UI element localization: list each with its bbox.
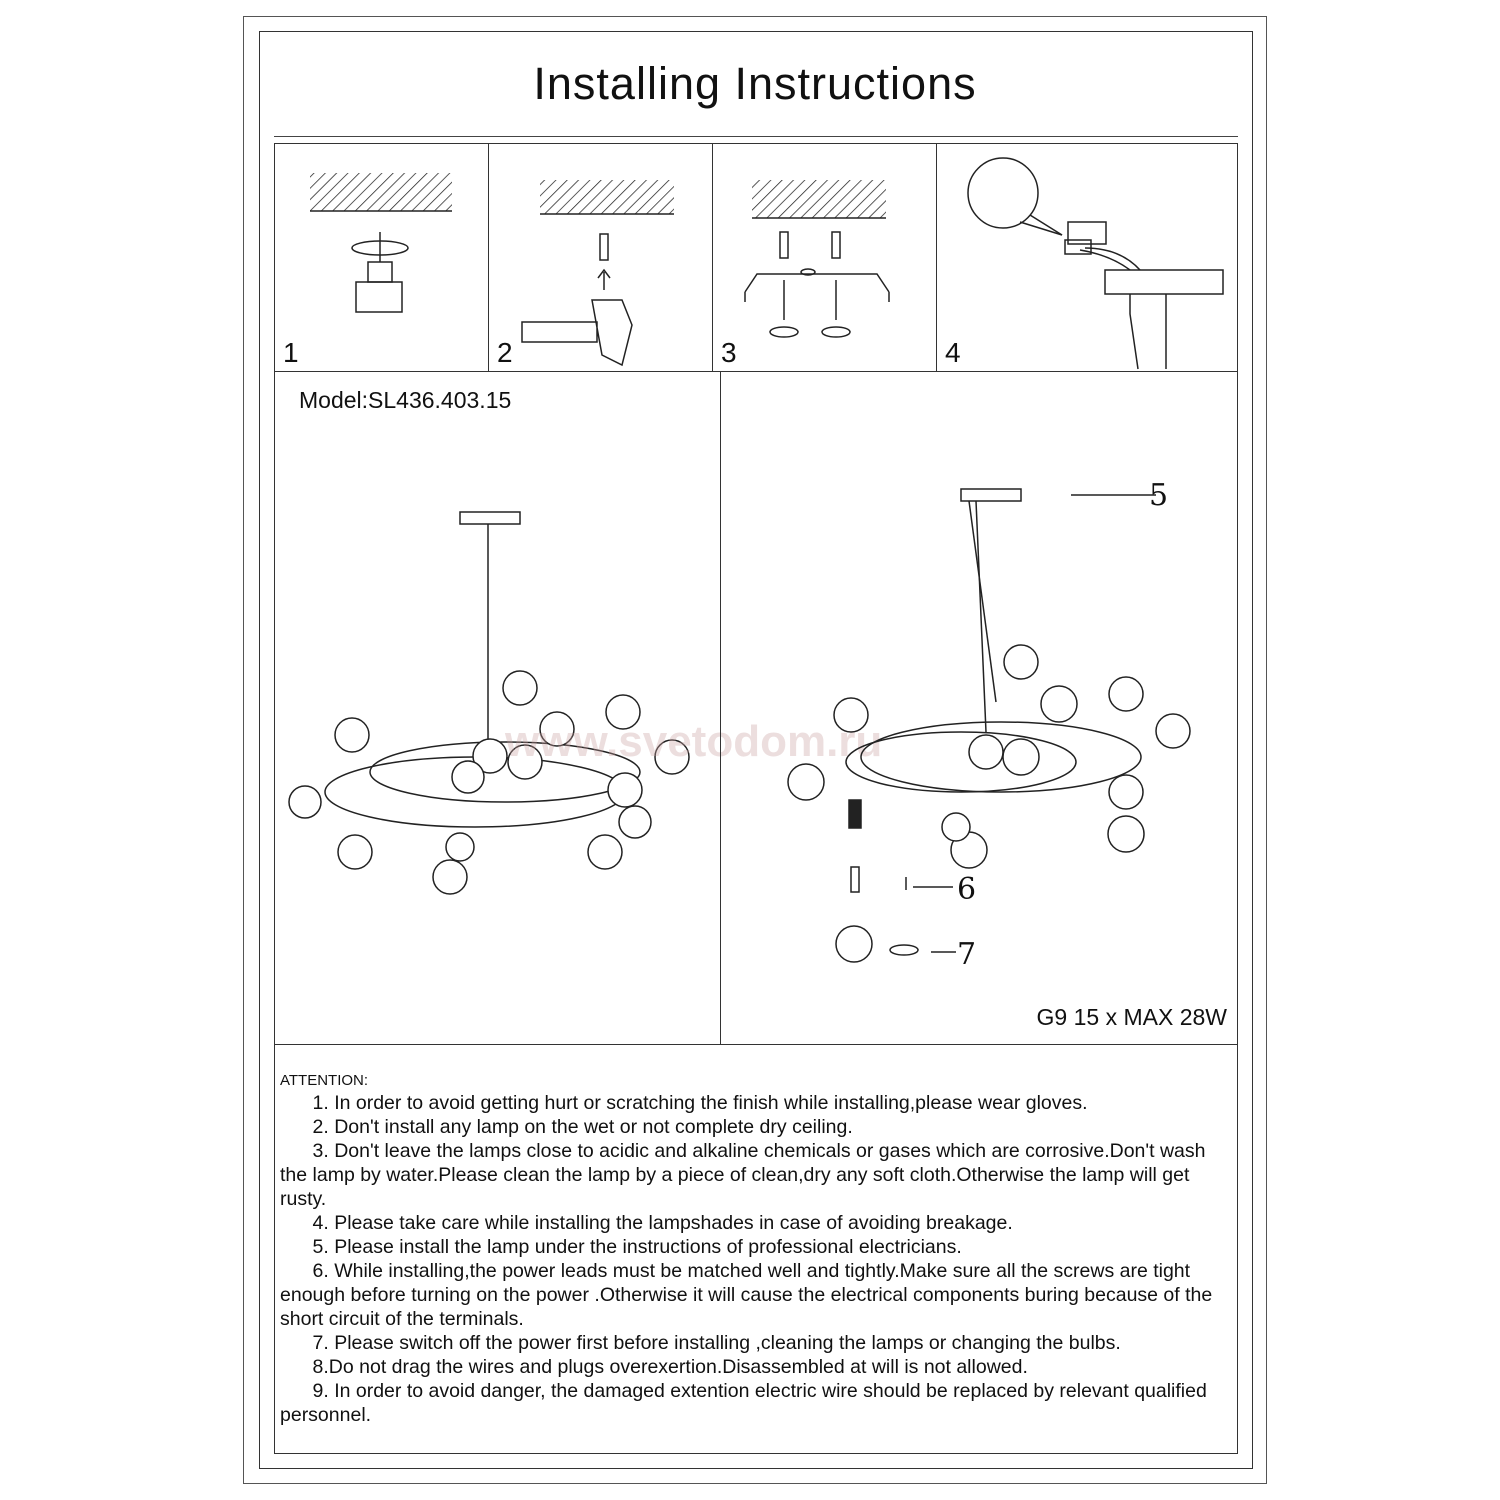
attention-item: 1. In order to avoid getting hurt or scr… xyxy=(280,1092,1088,1114)
attention-item: 3. Don't leave the lamps close to acidic… xyxy=(280,1140,1211,1210)
step-3-panel: 3 xyxy=(712,143,937,372)
step-number: 1 xyxy=(283,337,299,368)
watermark: www.svetodom.ru xyxy=(505,717,883,766)
inner-frame xyxy=(259,31,1253,1469)
step-number: 3 xyxy=(721,337,737,368)
model-label: Model:SL436.403.15 xyxy=(299,387,512,413)
step-1-panel: 1 xyxy=(274,143,489,372)
title-divider xyxy=(274,136,1238,137)
attention-panel: ATTENTION: 1. In order to avoid getting … xyxy=(274,1044,1238,1454)
step3-bracket-illustration xyxy=(744,180,890,338)
step-2-panel: 2 xyxy=(488,143,713,372)
bulb-install-panel: 5 6 7 G9 15 x MAX 28W xyxy=(720,371,1238,1045)
attention-item: 2. Don't install any lamp on the wet or … xyxy=(280,1116,853,1138)
chandelier-illustration xyxy=(288,511,690,895)
attention-heading: ATTENTION: xyxy=(280,1072,369,1089)
step-number: 4 xyxy=(945,337,961,368)
attention-item: 4. Please take care while installing the… xyxy=(280,1212,1013,1234)
step1-drill-illustration xyxy=(310,173,452,313)
attention-item: 5. Please install the lamp under the ins… xyxy=(280,1236,962,1258)
step-4-panel: 4 xyxy=(936,143,1238,372)
callout-5: 5 xyxy=(1149,478,1169,513)
callout-7: 7 xyxy=(957,937,977,972)
outer-frame xyxy=(243,16,1267,1484)
step2-hammer-illustration xyxy=(521,180,674,367)
attention-item: 7. Please switch off the power first bef… xyxy=(280,1332,1121,1354)
bulb-spec: G9 15 x MAX 28W xyxy=(1036,1004,1227,1030)
model-panel: Model:SL436.403.15 www.svetodom.ru xyxy=(274,371,882,1045)
step-number: 2 xyxy=(497,337,513,368)
chandelier-install-illustration xyxy=(787,488,1191,963)
attention-item: 9. In order to avoid danger, the damaged… xyxy=(280,1380,1213,1426)
attention-item: 6. While installing,the power leads must… xyxy=(280,1260,1218,1330)
page-title: Installing Instructions xyxy=(533,58,977,109)
step4-wiring-illustration xyxy=(967,157,1224,370)
attention-item: 8.Do not drag the wires and plugs overex… xyxy=(280,1356,1028,1378)
callout-6: 6 xyxy=(957,872,977,907)
